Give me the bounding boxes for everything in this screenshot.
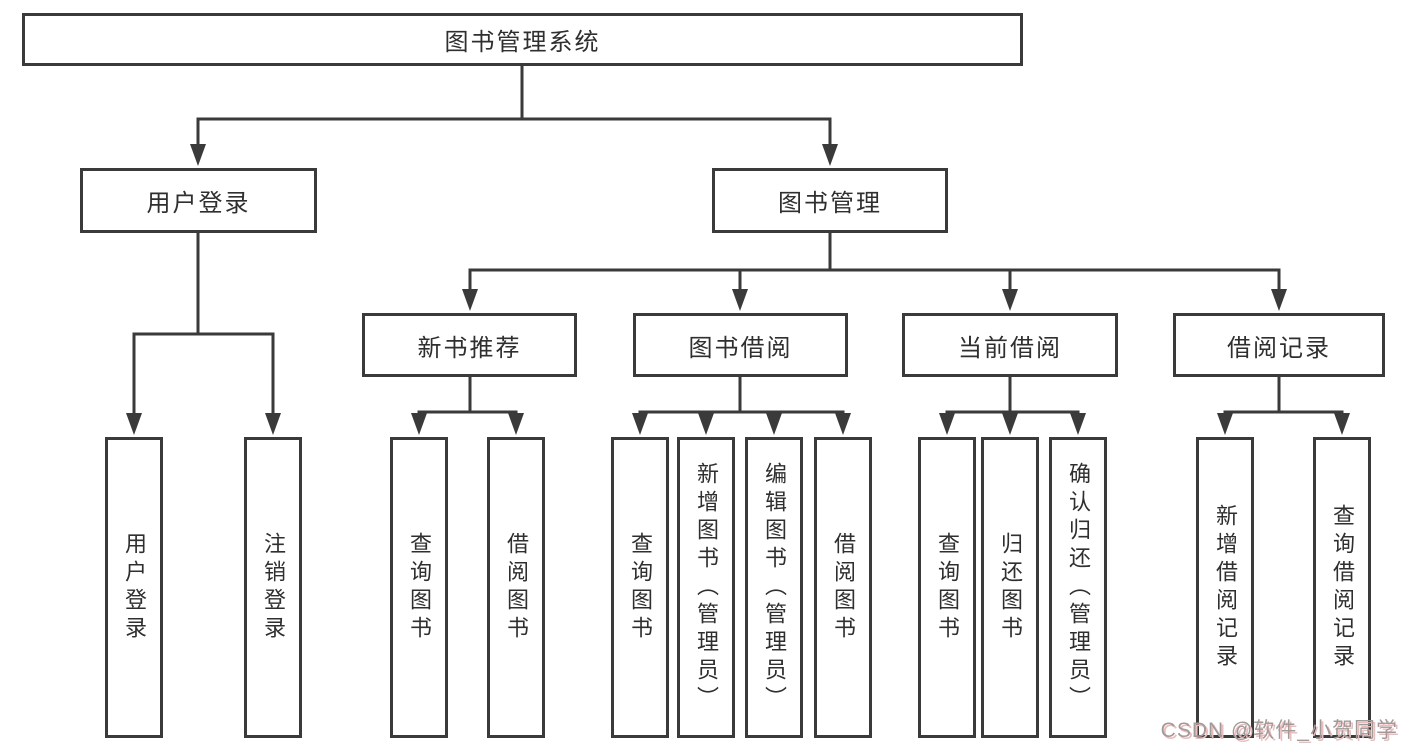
connector-bookmgmt-to-level3 <box>468 231 1281 293</box>
leaf-add-books-admin: 新增图书（管理员） <box>677 437 735 738</box>
arrowhead <box>1002 289 1018 311</box>
arrowhead <box>835 413 851 435</box>
leaf-logout: 注销登录 <box>244 437 302 738</box>
leaf-query-borrow-record: 查询借阅记录 <box>1313 437 1371 738</box>
arrowhead <box>822 144 838 166</box>
leaf-query-books-borrowing: 查询图书 <box>611 437 669 738</box>
connector-current-split <box>945 375 1080 416</box>
node-new-book-recommend: 新书推荐 <box>362 313 577 377</box>
arrowhead <box>411 413 427 435</box>
arrowhead <box>126 413 142 435</box>
arrowhead <box>462 289 478 311</box>
arrowhead <box>698 413 714 435</box>
arrowhead <box>1271 289 1287 311</box>
leaf-edit-books-admin: 编辑图书（管理员） <box>745 437 803 738</box>
leaf-add-borrow-record: 新增借阅记录 <box>1196 437 1254 738</box>
leaf-user-login: 用户登录 <box>105 437 163 738</box>
leaf-query-books-recommend: 查询图书 <box>390 437 448 738</box>
arrowhead <box>1070 413 1086 435</box>
leaf-borrow-books-borrowing: 借阅图书 <box>814 437 872 738</box>
node-current-borrowing: 当前借阅 <box>902 313 1118 377</box>
arrowhead <box>632 413 648 435</box>
arrowhead <box>1217 413 1233 435</box>
arrowhead <box>732 289 748 311</box>
arrowhead <box>1334 413 1350 435</box>
connector-newbooks-split <box>417 375 518 416</box>
node-book-management: 图书管理 <box>712 168 948 233</box>
node-user-login: 用户登录 <box>80 168 317 233</box>
node-root-library-system: 图书管理系统 <box>22 13 1023 66</box>
leaf-confirm-return-admin: 确认归还（管理员） <box>1049 437 1107 738</box>
arrowhead <box>939 413 955 435</box>
connector-records-split <box>1223 375 1344 416</box>
node-borrow-records: 借阅记录 <box>1173 313 1385 377</box>
arrowhead <box>508 413 524 435</box>
leaf-query-books-current: 查询图书 <box>918 437 976 738</box>
connector-root-to-level2 <box>196 64 832 148</box>
connector-userlogin-to-leaves <box>132 231 275 415</box>
node-book-borrowing: 图书借阅 <box>633 313 848 377</box>
csdn-watermark: CSDN @软件_小贺同学 <box>1160 719 1398 742</box>
arrowhead <box>1002 413 1018 435</box>
arrowhead <box>190 144 206 166</box>
arrowhead <box>766 413 782 435</box>
connector-borrowing-split <box>638 375 845 416</box>
arrowhead <box>265 413 281 435</box>
leaf-return-books: 归还图书 <box>981 437 1039 738</box>
leaf-borrow-books-recommend: 借阅图书 <box>487 437 545 738</box>
